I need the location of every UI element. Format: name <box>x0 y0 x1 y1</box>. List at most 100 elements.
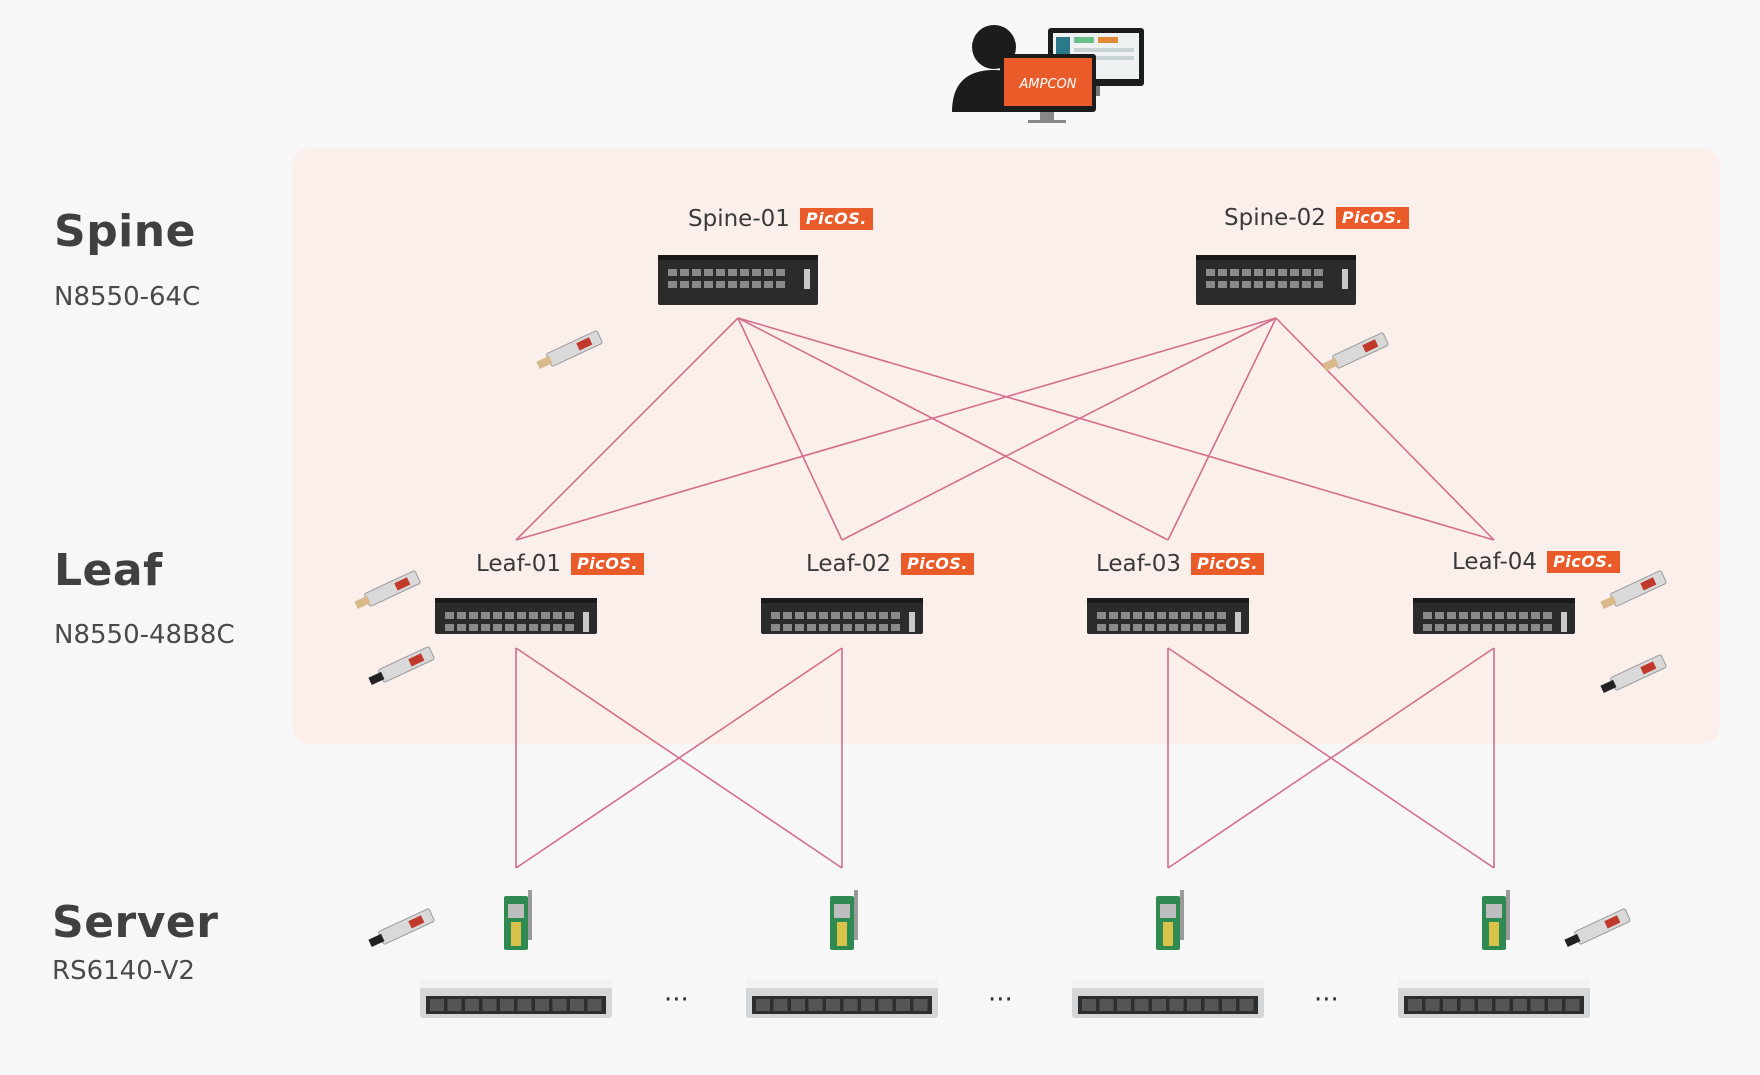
server-1[interactable] <box>420 980 612 1018</box>
spine-01-name: Spine-01 <box>688 206 790 232</box>
leaf-04-switch-port <box>1447 624 1456 631</box>
leaf-01-switch-status-leds <box>583 612 589 632</box>
leaf-02-switch-port <box>879 612 888 619</box>
spine-01-switch-port <box>752 281 761 288</box>
link-spine-2-leaf-4 <box>1275 317 1495 541</box>
nic-bracket <box>528 890 532 940</box>
leaf-04-switch-port <box>1507 624 1516 631</box>
server-top-panel <box>1398 980 1590 988</box>
spine-02-switch-port <box>1314 269 1323 276</box>
leaf-02-switch-status-leds <box>909 612 915 632</box>
qsfp-transceiver-icon-pull-tab <box>536 355 553 370</box>
leaf-03-switch[interactable] <box>1087 598 1249 634</box>
sfp-transceiver-icon-label <box>408 915 425 929</box>
server-drive <box>1152 999 1166 1011</box>
optics <box>354 330 1667 948</box>
sfp-transceiver-icon-pull-tab <box>368 933 385 948</box>
leaf-04-switch-port <box>1471 624 1480 631</box>
spine-02-switch-port <box>1230 269 1239 276</box>
leaf-03-switch-port <box>1133 624 1142 631</box>
spine-01-switch-port <box>728 281 737 288</box>
spine-01-switch-port <box>740 269 749 276</box>
leaf-04-name: Leaf-04 <box>1452 549 1538 575</box>
leaf-03-label: Leaf-03 PicOS. <box>1096 551 1264 577</box>
server-separator: ··· <box>1314 985 1339 1015</box>
leaf-02-switch-port <box>807 612 816 619</box>
spine-01-switch-port <box>764 269 773 276</box>
sfp-transceiver-icon-pull-tab <box>1564 933 1581 948</box>
devices <box>420 255 1590 1018</box>
leaf-03-switch-port <box>1133 612 1142 619</box>
spine-02-name: Spine-02 <box>1224 205 1326 231</box>
server-2[interactable] <box>746 980 938 1018</box>
leaf-01-switch-port <box>445 612 454 619</box>
leaf-01-switch-port <box>493 624 502 631</box>
server-drive <box>756 999 770 1011</box>
leaf-01-switch-port <box>553 612 562 619</box>
leaf-01-switch-port <box>517 612 526 619</box>
leaf-02-switch-port <box>879 624 888 631</box>
spine-01-switch[interactable] <box>658 255 818 305</box>
leaf-02-switch-port <box>831 624 840 631</box>
leaf-04-switch[interactable] <box>1413 598 1575 634</box>
qsfp-transceiver-icon <box>354 570 421 610</box>
leaf-03-name: Leaf-03 <box>1096 551 1182 577</box>
qsfp-transceiver-icon <box>1600 570 1667 610</box>
leaf-04-switch-port <box>1519 612 1528 619</box>
leaf-04-switch-port <box>1495 624 1504 631</box>
spine-tier-title: Spine <box>54 206 196 257</box>
leaf-03-switch-port <box>1205 612 1214 619</box>
qsfp-transceiver-icon-body <box>364 570 421 607</box>
leaf-04-switch-port <box>1531 612 1540 619</box>
spine-02-switch-status-leds <box>1342 269 1348 289</box>
leaf-02-switch-port <box>819 612 828 619</box>
server-drive <box>1204 999 1219 1011</box>
leaf-01-switch-top-edge <box>435 598 597 603</box>
spine-01-switch-port <box>752 269 761 276</box>
spine-02-switch-port <box>1206 269 1215 276</box>
leaf-03-switch-port <box>1157 624 1166 631</box>
server-drive <box>843 999 858 1011</box>
server-3[interactable] <box>1072 980 1264 1018</box>
sfp-transceiver-icon <box>368 908 435 948</box>
server-drive <box>1187 999 1201 1011</box>
leaf-04-switch-port <box>1459 612 1468 619</box>
spine-02-switch[interactable] <box>1196 255 1356 305</box>
link-spine-2-leaf-3 <box>1167 317 1277 541</box>
server-tier-title: Server <box>52 897 219 948</box>
ampcon-monitor-icon <box>1000 54 1096 123</box>
leaf-02-switch-port <box>891 624 900 631</box>
server-tier-model: RS6140-V2 <box>52 956 195 986</box>
sfp-transceiver-icon-pull-tab <box>368 671 385 686</box>
spine-02-switch-port <box>1206 281 1215 288</box>
server-4[interactable] <box>1398 980 1590 1018</box>
spine-02-switch-port <box>1242 269 1251 276</box>
spine-01-switch-port <box>728 269 737 276</box>
server-top-panel <box>420 980 612 988</box>
leaf-01-switch-port <box>481 612 490 619</box>
server-drive <box>1495 999 1510 1011</box>
qsfp-transceiver-icon-pull-tab <box>354 595 371 610</box>
leaf-03-switch-status-leds <box>1235 612 1241 632</box>
server-drive <box>878 999 893 1011</box>
links <box>515 317 1495 869</box>
link-spine-1-leaf-2 <box>737 317 843 541</box>
leaf-02-switch[interactable] <box>761 598 923 634</box>
spine-01-switch-port <box>776 269 785 276</box>
qsfp-transceiver-icon-body <box>546 330 603 367</box>
leaf-02-switch-port <box>819 624 828 631</box>
server-separator: ··· <box>988 985 1013 1015</box>
leaf-01-switch[interactable] <box>435 598 597 634</box>
management-station[interactable]: AMPCON <box>952 25 1144 123</box>
server-drive <box>535 999 549 1011</box>
leaf-02-switch-port <box>771 612 780 619</box>
spine-02-switch-top-edge <box>1196 255 1356 260</box>
leaf-01-switch-port <box>445 624 454 631</box>
server-drive <box>500 999 514 1011</box>
server-drive <box>808 999 823 1011</box>
server-drive <box>1169 999 1184 1011</box>
leaf-03-switch-port <box>1109 612 1118 619</box>
leaf-01-switch-port <box>505 612 514 619</box>
